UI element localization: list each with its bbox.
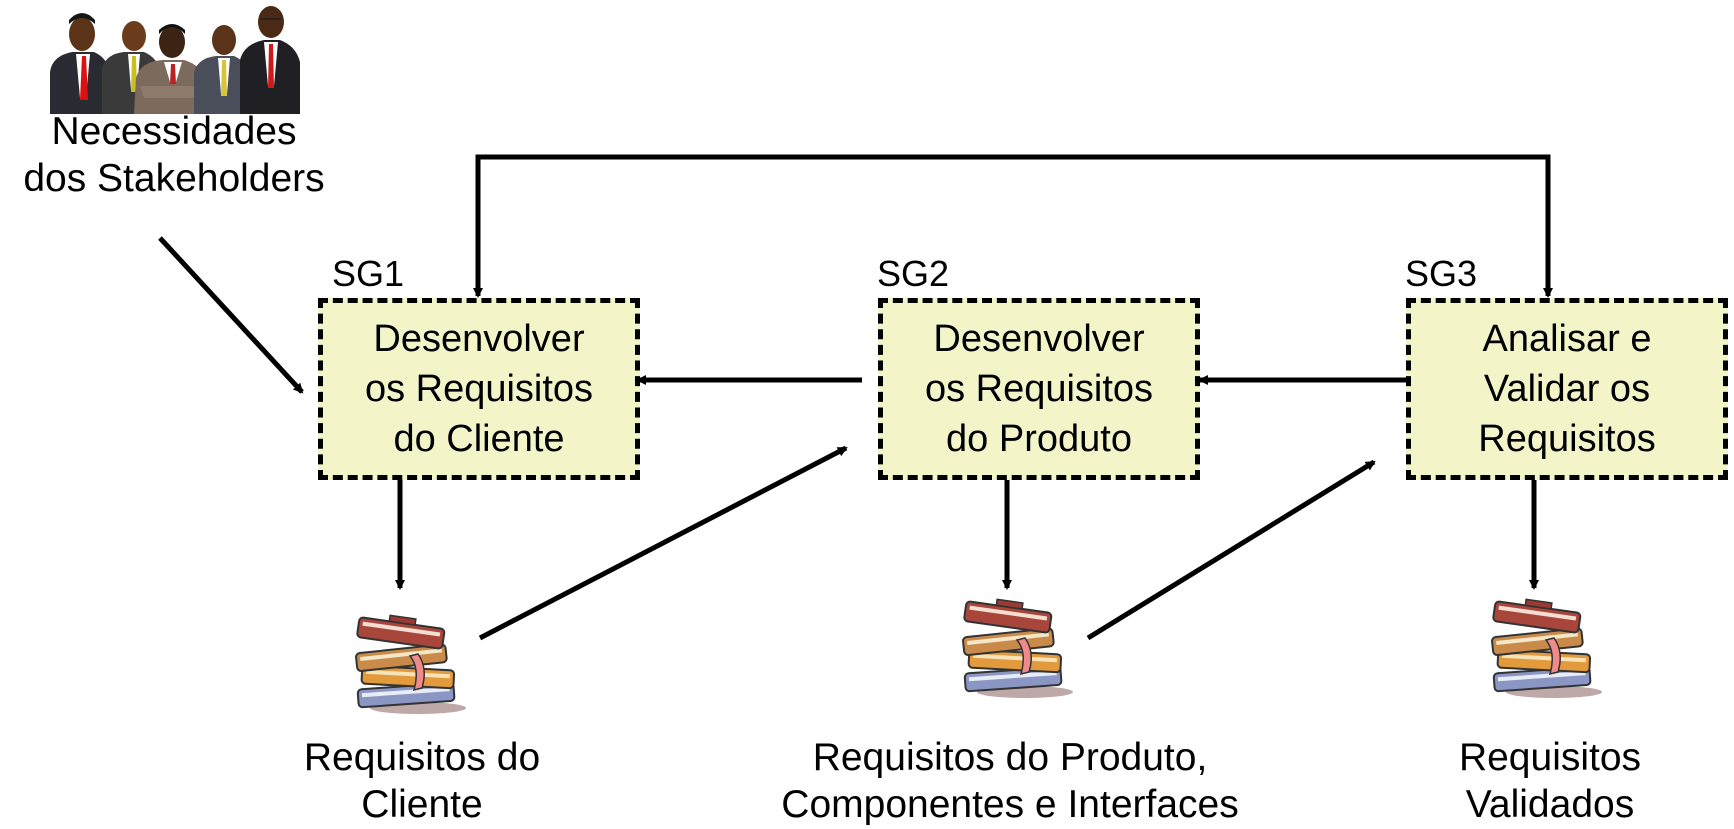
- output2-label-line1: Requisitos do Produto,: [812, 736, 1208, 779]
- sg1-title: Desenvolver os Requisitos do Cliente: [364, 318, 594, 460]
- output1-label-line2: Cliente: [361, 783, 483, 826]
- output2-label-line2: Componentes e Interfaces: [781, 783, 1239, 826]
- output3-label-line2: Validados: [1465, 783, 1635, 826]
- output2-label: Requisitos do Produto, Componentes e Int…: [740, 734, 1280, 828]
- books-stack-icon: [962, 598, 1073, 698]
- output3-label-line1: Requisitos: [1458, 736, 1642, 779]
- sg1-label: SG1: [332, 253, 405, 294]
- sg3-box: Analisar e Validar os Requisitos: [1406, 298, 1728, 480]
- arrow-output2-to-sg3: [1086, 459, 1376, 641]
- output1-label: Requisitos do Cliente: [262, 734, 582, 828]
- sg1-box: Desenvolver os Requisitos do Cliente: [318, 298, 640, 480]
- sg3-label: SG3: [1405, 253, 1478, 294]
- sg2-label: SG2: [877, 253, 950, 294]
- stakeholders-label: Necessidades dos Stakeholders: [0, 108, 348, 202]
- stakeholders-label-line1: Necessidades: [51, 110, 297, 153]
- arrow-stakeholders-to-sg1: [158, 236, 304, 394]
- books-stack-icon: [1491, 598, 1602, 698]
- sg3-title: Analisar e Validar os Requisitos: [1478, 318, 1656, 460]
- arrow-output1-to-sg2: [478, 445, 848, 641]
- stakeholders-group-icon: [50, 6, 300, 114]
- sg2-title: Desenvolver os Requisitos do Produto: [924, 318, 1154, 460]
- stakeholders-label-line2: dos Stakeholders: [23, 157, 325, 200]
- sg2-box: Desenvolver os Requisitos do Produto: [878, 298, 1200, 480]
- output1-label-line1: Requisitos do: [303, 736, 541, 779]
- output3-label: Requisitos Validados: [1420, 734, 1680, 828]
- books-stack-icon: [355, 614, 466, 714]
- feedback-loop-line: [475, 154, 1551, 290]
